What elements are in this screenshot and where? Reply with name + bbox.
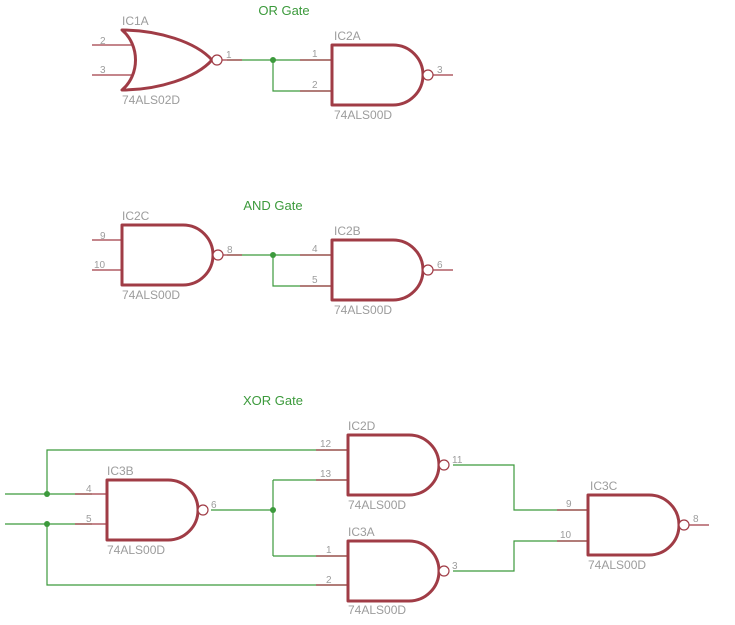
pin-line	[92, 44, 133, 76]
junction-dot	[270, 507, 276, 513]
inverter-bubble	[211, 54, 223, 66]
gate-ic2c[interactable]: IC2C 74ALS00D 9 10 8	[92, 209, 242, 302]
pin-line	[316, 555, 348, 586]
pin-number: 1	[326, 545, 332, 556]
wire-ic3a-out	[453, 540, 588, 572]
gate-ic3b[interactable]: IC3B 74ALS00D 4 5 6	[75, 464, 217, 557]
pin-number: 3	[100, 65, 106, 76]
pin-line	[300, 254, 332, 287]
pin-line	[316, 449, 348, 481]
xor-gate-title: XOR Gate	[243, 393, 303, 408]
nand-gate-body	[120, 223, 215, 287]
pin-number: 3	[437, 65, 443, 76]
nand-gate-body	[105, 478, 200, 542]
gate-name: IC2D	[348, 419, 376, 433]
inverter-bubble	[678, 519, 690, 531]
pin-line	[92, 239, 122, 271]
nand-gate-body	[330, 43, 425, 107]
part-number: 74ALS00D	[348, 603, 406, 617]
pin-number: 13	[320, 469, 332, 480]
pin-number: 3	[452, 561, 458, 572]
nand-gate-body	[586, 493, 681, 557]
part-number: 74ALS00D	[348, 498, 406, 512]
and-gate-title: AND Gate	[243, 198, 302, 213]
gate-name: IC3C	[590, 479, 618, 493]
junction-dot	[270, 57, 276, 63]
pin-number: 5	[312, 275, 318, 286]
wires	[5, 59, 588, 586]
gate-name: IC1A	[122, 14, 149, 28]
gate-ic2d[interactable]: IC2D 74ALS00D 12 13 11	[316, 419, 463, 512]
part-number: 74ALS00D	[334, 108, 392, 122]
pin-number: 8	[693, 514, 699, 525]
pin-number: 12	[320, 439, 332, 450]
inverter-bubble	[422, 69, 434, 81]
wire-ic2d-out	[453, 464, 588, 511]
or-gate-title: OR Gate	[258, 3, 309, 18]
gate-ic3c[interactable]: IC3C 74ALS00D 9 10 8	[557, 479, 709, 572]
pin-number: 9	[100, 231, 106, 242]
gate-ic1a[interactable]: IC1A 74ALS02D 2 3 1	[92, 14, 242, 107]
part-number: 74ALS00D	[334, 303, 392, 317]
junctions	[44, 57, 276, 527]
pin-number: 10	[94, 260, 106, 271]
wire-xor-input-b	[5, 523, 348, 586]
pin-number: 8	[227, 245, 233, 256]
gate-name: IC3A	[348, 525, 375, 539]
pin-number: 1	[312, 49, 318, 60]
gate-name: IC2C	[122, 209, 150, 223]
gate-ic2b[interactable]: IC2B 74ALS00D 4 5 6	[300, 224, 453, 317]
wire-xor-mid	[211, 479, 348, 557]
gate-name: IC3B	[107, 464, 134, 478]
pin-line	[557, 509, 588, 542]
junction-dot	[44, 521, 50, 527]
gate-name: IC2A	[334, 29, 361, 43]
part-number: 74ALS00D	[122, 288, 180, 302]
wire-xor-input-a	[5, 449, 348, 495]
pin-line	[300, 59, 332, 92]
pin-number: 11	[452, 455, 463, 466]
pin-number: 6	[437, 260, 443, 271]
inverter-bubble	[438, 565, 450, 577]
part-number: 74ALS00D	[107, 543, 165, 557]
pin-number: 2	[100, 36, 106, 47]
part-number: 74ALS00D	[588, 558, 646, 572]
nand-gate-body	[346, 539, 441, 603]
part-number: 74ALS02D	[122, 93, 180, 107]
gate-ic2a[interactable]: IC2A 74ALS00D 1 2 3	[300, 29, 453, 122]
nand-gate-body	[346, 433, 441, 497]
inverter-bubble	[212, 249, 224, 261]
nand-gate-body	[330, 238, 425, 302]
pin-number: 1	[226, 50, 232, 61]
pin-number: 5	[86, 514, 92, 525]
pin-number: 2	[326, 575, 332, 586]
gate-ic3a[interactable]: IC3A 74ALS00D 1 2 3	[316, 525, 458, 617]
pin-number: 9	[566, 499, 572, 510]
pin-line	[75, 493, 107, 525]
nor-gate-body	[120, 28, 214, 92]
inverter-bubble	[197, 504, 209, 516]
junction-dot	[270, 252, 276, 258]
pin-number: 4	[312, 244, 318, 255]
junction-dot	[44, 491, 50, 497]
pin-number: 2	[312, 80, 318, 91]
gate-name: IC2B	[334, 224, 361, 238]
pin-number: 10	[560, 530, 572, 541]
inverter-bubble	[438, 459, 450, 471]
inverter-bubble	[422, 264, 434, 276]
pin-number: 6	[211, 500, 217, 511]
pin-number: 4	[86, 484, 92, 495]
